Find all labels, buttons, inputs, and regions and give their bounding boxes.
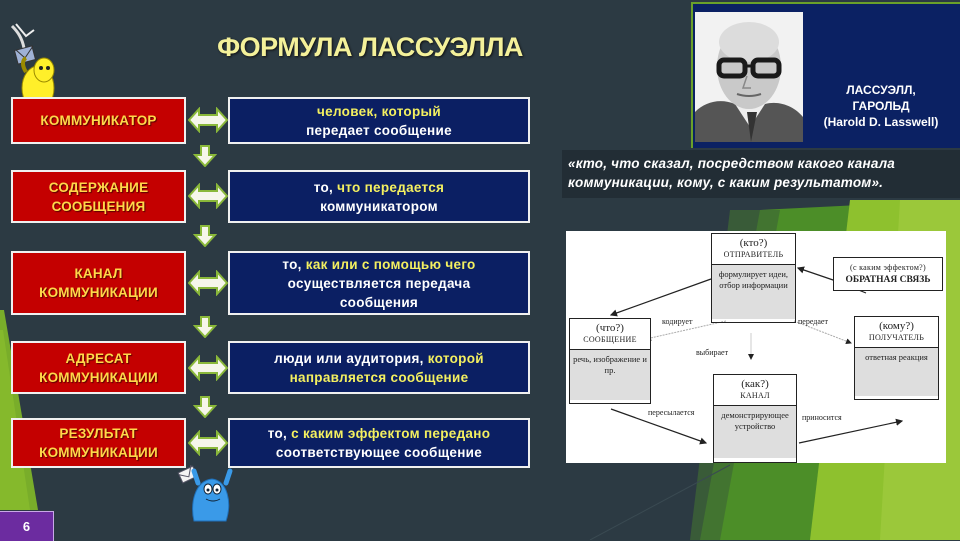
down-arrow-icon (193, 396, 217, 418)
term-box-result: РЕЗУЛЬТАТ КОММУНИКАЦИИ (11, 418, 186, 468)
term-label: РЕЗУЛЬТАТ КОММУНИКАЦИИ (39, 426, 158, 460)
down-arrow-icon (193, 316, 217, 338)
blue-mascot-icon (177, 465, 233, 522)
portrait-caption: ЛАССУЭЛЛ, ГАРОЛЬД (Harold D. Lasswell) (823, 83, 939, 129)
edge-label-is-delivered: приносится (802, 413, 842, 422)
double-arrow-icon (188, 270, 228, 296)
term-box-message-content: СОДЕРЖАНИЕ СООБЩЕНИЯ (11, 170, 186, 223)
definition-text: человек, который передает сообщение (306, 103, 452, 138)
term-box-communicator: КОММУНИКАТОР (11, 97, 186, 144)
down-arrow-icon (193, 225, 217, 247)
slide-number: 6 (0, 511, 54, 541)
term-box-addressee: АДРЕСАТ КОММУНИКАЦИИ (11, 341, 186, 394)
diagram-feedback-box: (с каким эффектом?)ОБРАТНАЯ СВЯЗЬ (833, 257, 943, 291)
diagram-sender-box: (кто?)ОТПРАВИТЕЛЬ формулирует идеи, отбо… (711, 233, 796, 323)
definition-text: то, как или с помощью чего осуществляетс… (282, 256, 476, 310)
down-arrow-icon (193, 145, 217, 167)
edge-label-transmits: передает (798, 317, 828, 326)
communication-model-diagram: (кто?)ОТПРАВИТЕЛЬ формулирует идеи, отбо… (566, 231, 946, 463)
yellow-mascot-icon (10, 23, 55, 110)
lasswell-portrait-image (695, 12, 803, 142)
definition-box-result: то, с каким эффектом передано соответств… (228, 418, 530, 468)
definition-box-communicator: человек, который передает сообщение (228, 97, 530, 144)
portrait-panel (691, 2, 960, 148)
definition-box-channel: то, как или с помощью чего осуществляетс… (228, 251, 530, 315)
edge-label-is-sent: пересылается (648, 408, 695, 417)
double-arrow-icon (188, 355, 228, 381)
lasswell-quote: «кто, что сказал, посредством какого кан… (562, 150, 960, 198)
diagram-message-box: (что?)СООБЩЕНИЕ речь, изображение и пр. (569, 318, 651, 404)
term-box-channel: КАНАЛ КОММУНИКАЦИИ (11, 251, 186, 315)
definition-text: то, что передается коммуникатором (313, 179, 445, 214)
diagram-receiver-box: (кому?)ПОЛУЧАТЕЛЬ ответная реакция (854, 316, 939, 400)
definition-box-message-content: то, что передается коммуникатором (228, 170, 530, 223)
definition-text: то, с каким эффектом передано соответств… (267, 426, 491, 460)
definition-text: люди или аудитория, которой направляется… (274, 350, 484, 385)
double-arrow-icon (188, 107, 228, 133)
term-label: СОДЕРЖАНИЕ СООБЩЕНИЯ (48, 179, 149, 214)
diagram-channel-box: (как?)КАНАЛ демонстрирующее устройство (713, 374, 797, 463)
double-arrow-icon (188, 183, 228, 209)
term-label: КАНАЛ КОММУНИКАЦИИ (39, 266, 158, 300)
term-label: АДРЕСАТ КОММУНИКАЦИИ (39, 350, 158, 385)
slide-title: ФОРМУЛА ЛАССУЭЛЛА (217, 32, 523, 62)
term-label: КОММУНИКАТОР (40, 113, 157, 128)
edge-label-encodes: кодирует (662, 317, 693, 326)
double-arrow-icon (188, 430, 228, 456)
edge-label-chooses: выбирает (696, 348, 729, 357)
definition-box-addressee: люди или аудитория, которой направляется… (228, 341, 530, 394)
